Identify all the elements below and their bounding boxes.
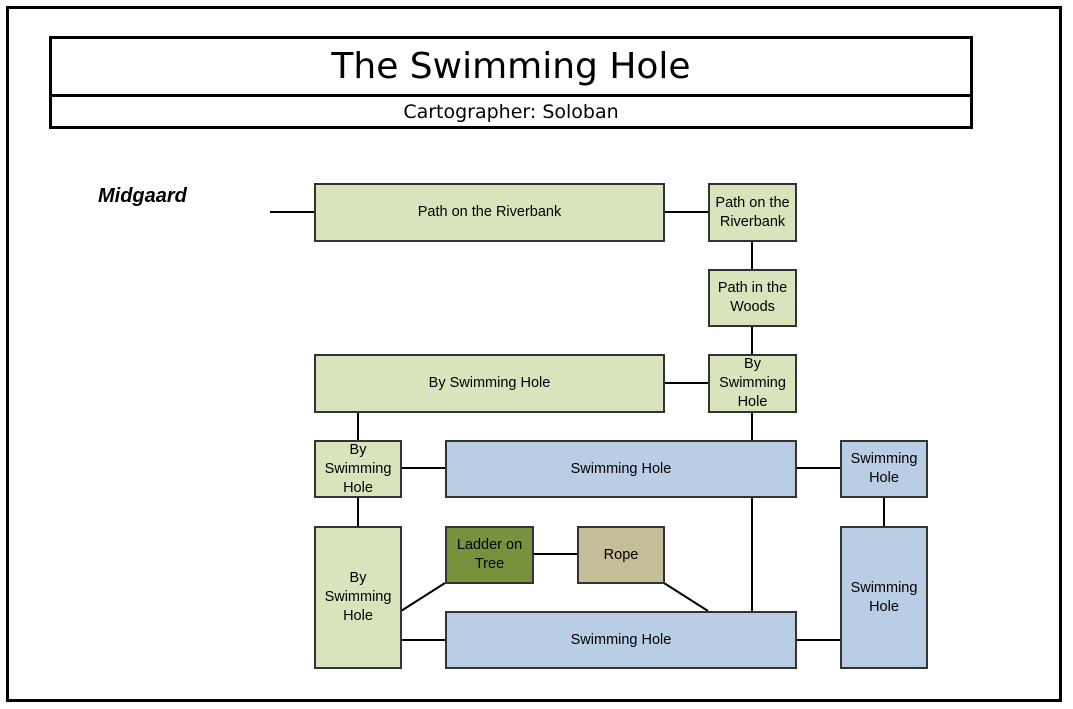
room-swimming-hole-lower: Swimming Hole [445, 611, 797, 669]
room-swimming-hole-upper: Swimming Hole [445, 440, 797, 498]
room-swimming-hole-right-lower: Swimming Hole [840, 526, 928, 669]
region-label-midgaard: Midgaard [98, 185, 187, 207]
link-byhole-ladder [400, 582, 446, 612]
map-title: The Swimming Hole [49, 36, 973, 94]
link-rope-hole [663, 582, 709, 612]
room-rope: Rope [577, 526, 665, 584]
room-path-on-the-riverbank: Path on the Riverbank [314, 183, 665, 242]
cartographer-credit: Cartographer: Soloban [49, 94, 973, 129]
room-path-in-the-woods: Path in the Woods [708, 269, 797, 327]
room-ladder-on-tree: Ladder on Tree [445, 526, 534, 584]
room-swimming-hole-right: Swimming Hole [840, 440, 928, 498]
room-by-swimming-hole-lower: By Swimming Hole [314, 526, 402, 669]
room-path-on-the-riverbank-east: Path on the Riverbank [708, 183, 797, 242]
room-by-swimming-hole-west: By Swimming Hole [314, 354, 665, 413]
room-by-swimming-hole-left: By Swimming Hole [314, 440, 402, 498]
room-by-swimming-hole-east: By Swimming Hole [708, 354, 797, 413]
